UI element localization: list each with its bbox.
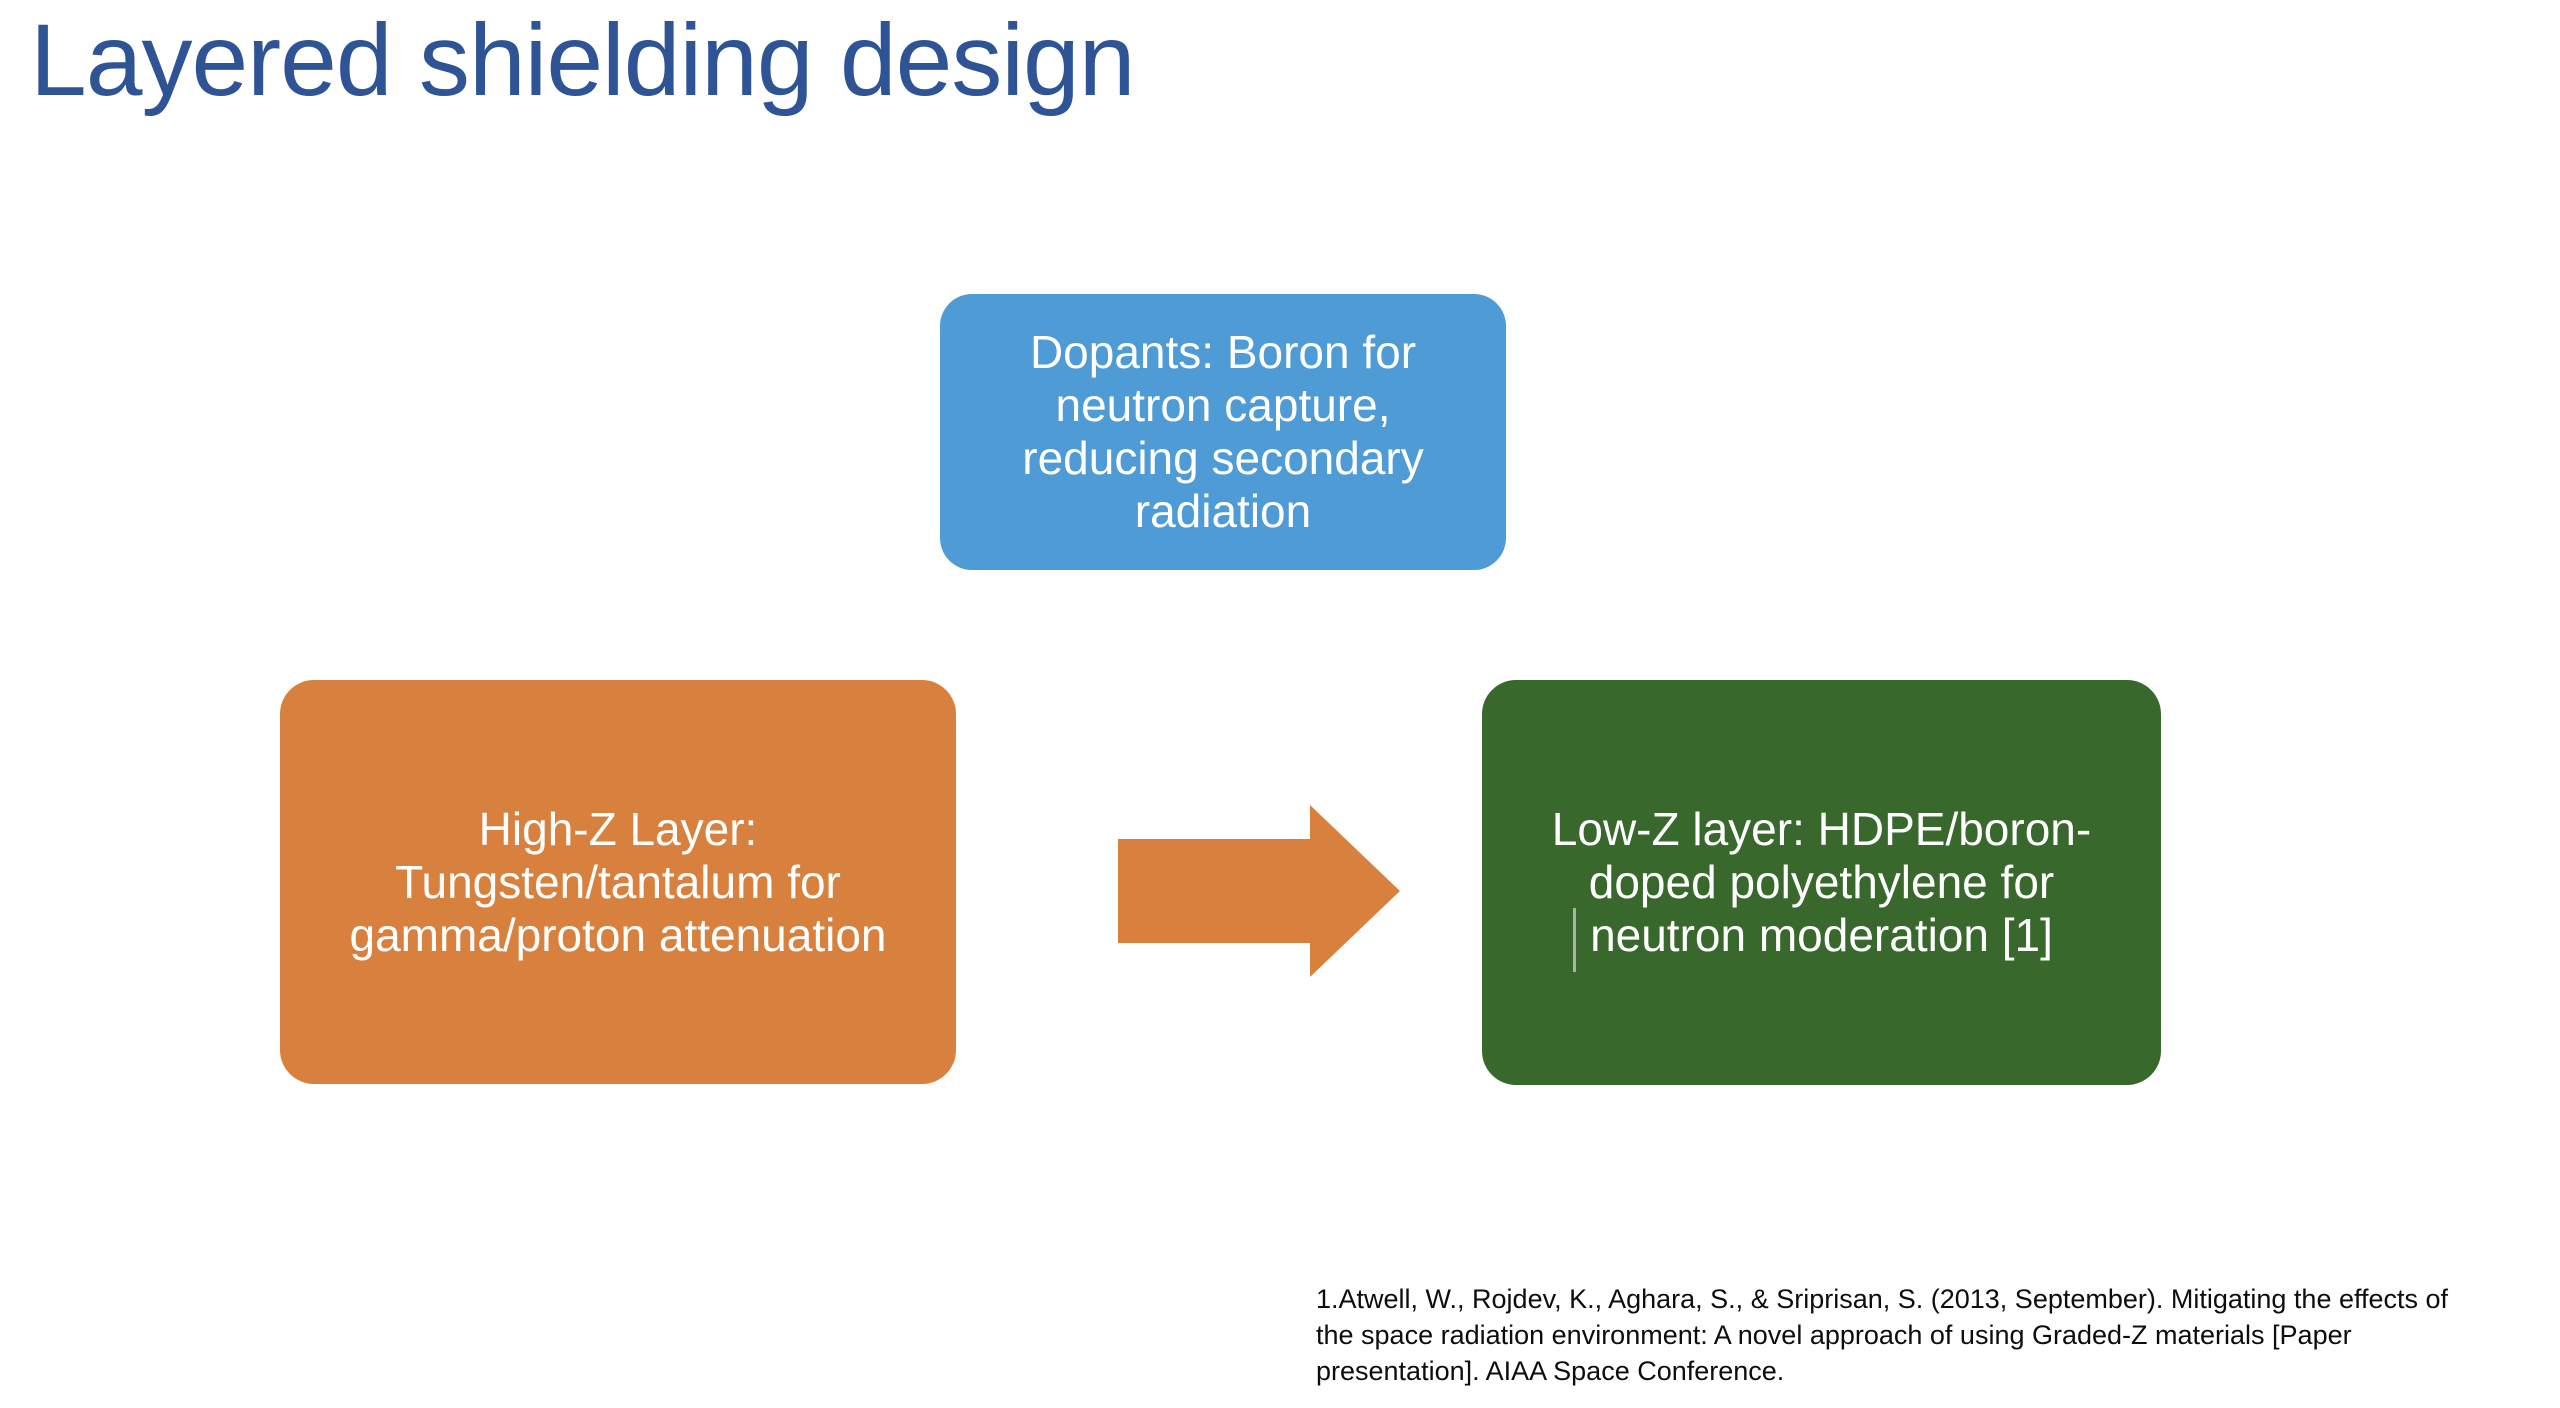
dopants-box[interactable]: Dopants: Boron for neutron capture, redu… xyxy=(940,294,1506,570)
text-cursor-caret xyxy=(1573,908,1576,972)
slide-title[interactable]: Layered shielding design xyxy=(30,3,1135,117)
dopants-box-text: Dopants: Boron for neutron capture, redu… xyxy=(1022,326,1424,537)
footnote-citation[interactable]: 1.Atwell, W., Rojdev, K., Aghara, S., & … xyxy=(1316,1284,2449,1386)
right-arrow-polygon xyxy=(1118,805,1400,977)
right-arrow-icon[interactable] xyxy=(1118,805,1400,977)
low-z-layer-box[interactable]: Low-Z layer: HDPE/boron- doped polyethyl… xyxy=(1482,680,2161,1085)
low-z-layer-box-text: Low-Z layer: HDPE/boron- doped polyethyl… xyxy=(1551,803,2092,961)
high-z-layer-box-text: High-Z Layer: Tungsten/tantalum for gamm… xyxy=(349,802,887,961)
high-z-layer-box[interactable]: High-Z Layer: Tungsten/tantalum for gamm… xyxy=(280,680,956,1084)
